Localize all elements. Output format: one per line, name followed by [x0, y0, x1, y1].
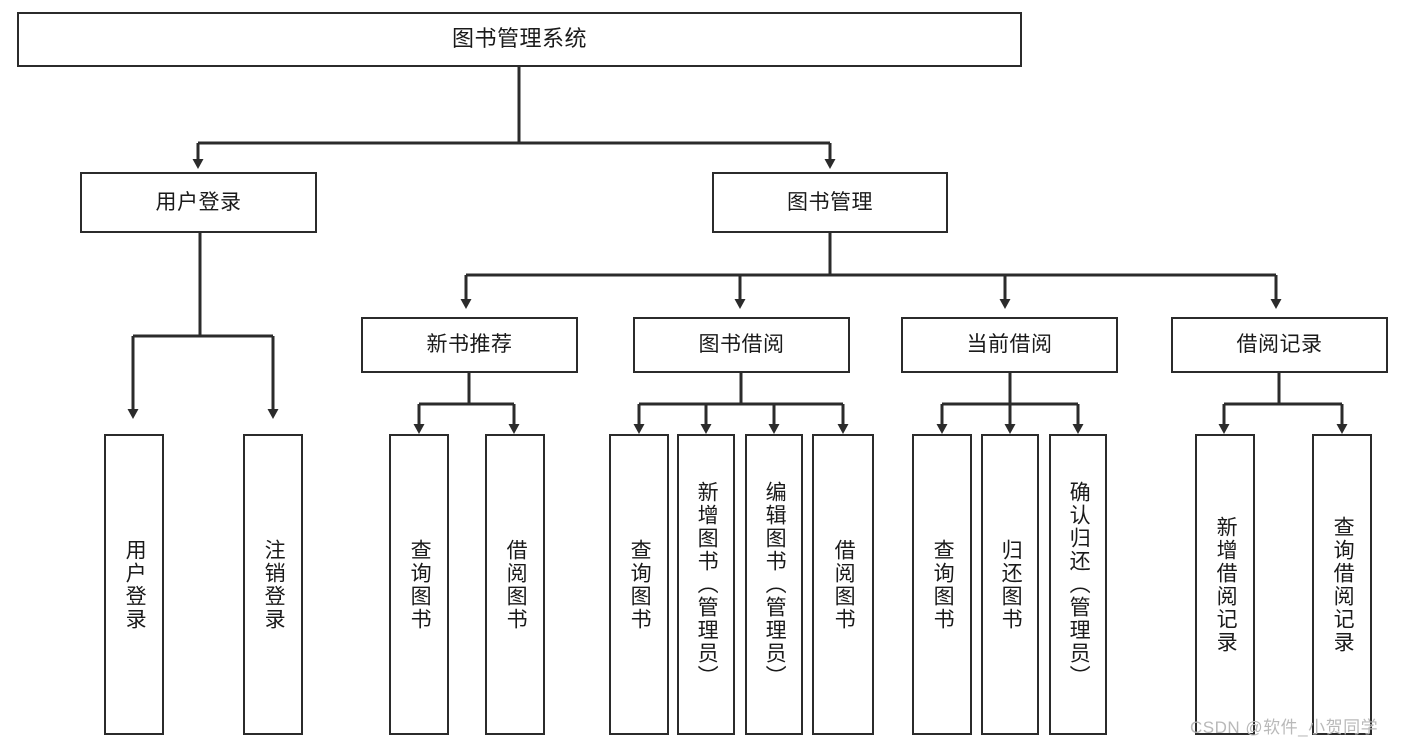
watermark-text: CSDN @软件_小贺同学 [1190, 718, 1379, 737]
node-label: 图书管理 [787, 190, 873, 214]
node-label: 查询图书 [628, 538, 652, 631]
leaf-add-book-admin[interactable]: 新增图书（管理员） [677, 434, 735, 735]
node-label: 新增借阅记录 [1214, 515, 1238, 654]
node-label: 借阅图书 [504, 538, 528, 631]
leaf-return-book[interactable]: 归还图书 [981, 434, 1039, 735]
node-new-book-recommend[interactable]: 新书推荐 [361, 317, 578, 373]
node-label: 查询图书 [408, 538, 432, 631]
leaf-query-book-current[interactable]: 查询图书 [912, 434, 972, 735]
node-label: 借阅图书 [832, 538, 856, 631]
leaf-add-borrow-record[interactable]: 新增借阅记录 [1195, 434, 1255, 735]
node-label: 查询借阅记录 [1331, 515, 1355, 654]
node-label: 确认归还（管理员） [1067, 481, 1091, 688]
node-label: 编辑图书（管理员） [763, 481, 787, 688]
node-user-login[interactable]: 用户登录 [80, 172, 317, 233]
node-label: 当前借阅 [966, 333, 1053, 357]
leaf-borrow-book-newbook[interactable]: 借阅图书 [485, 434, 545, 735]
node-book-management[interactable]: 图书管理 [712, 172, 948, 233]
node-current-borrow[interactable]: 当前借阅 [901, 317, 1118, 373]
leaf-query-borrow-record[interactable]: 查询借阅记录 [1312, 434, 1372, 735]
node-label: 归还图书 [999, 538, 1023, 631]
node-label: 新增图书（管理员） [695, 481, 719, 688]
leaf-logout[interactable]: 注销登录 [243, 434, 303, 735]
node-label: 查询图书 [931, 538, 955, 631]
leaf-confirm-return-admin[interactable]: 确认归还（管理员） [1049, 434, 1107, 735]
node-book-borrow[interactable]: 图书借阅 [633, 317, 850, 373]
leaf-user-login[interactable]: 用户登录 [104, 434, 164, 735]
leaf-query-book-newbook[interactable]: 查询图书 [389, 434, 449, 735]
leaf-borrow-book[interactable]: 借阅图书 [812, 434, 874, 735]
node-label: 图书管理系统 [451, 26, 587, 52]
node-label: 新书推荐 [426, 333, 513, 357]
node-label: 注销登录 [262, 538, 286, 631]
node-root-system[interactable]: 图书管理系统 [17, 12, 1022, 67]
leaf-edit-book-admin[interactable]: 编辑图书（管理员） [745, 434, 803, 735]
node-label: 借阅记录 [1236, 333, 1323, 357]
node-label: 用户登录 [123, 538, 147, 631]
node-label: 图书借阅 [698, 333, 785, 357]
node-borrow-record[interactable]: 借阅记录 [1171, 317, 1388, 373]
leaf-query-book-borrow[interactable]: 查询图书 [609, 434, 669, 735]
node-label: 用户登录 [155, 190, 242, 214]
